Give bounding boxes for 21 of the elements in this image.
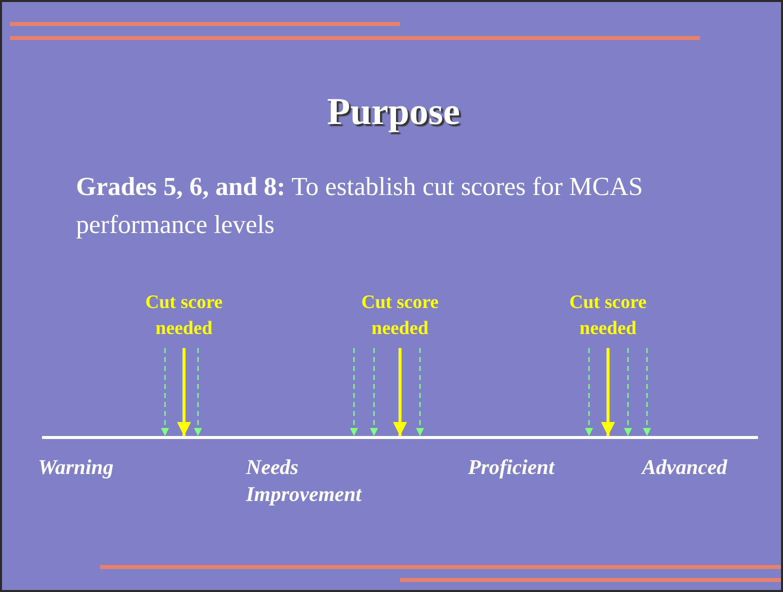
arrow xyxy=(416,348,424,436)
cut-score-label: Cut score needed xyxy=(340,290,460,348)
arrow xyxy=(194,348,202,436)
performance-level: Advanced xyxy=(642,454,728,481)
performance-level: Proficient xyxy=(468,454,556,481)
arrow xyxy=(393,348,407,436)
slide-title: Purpose xyxy=(326,90,461,135)
arrow xyxy=(350,348,358,436)
cut-score-label: Cut score needed xyxy=(124,290,244,348)
arrow xyxy=(161,348,169,436)
arrow xyxy=(585,348,593,436)
arrow xyxy=(643,348,651,436)
arrow xyxy=(370,348,378,436)
arrow xyxy=(177,348,191,436)
arrow xyxy=(624,348,632,436)
body-text: Grades 5, 6, and 8: To establish cut scores for MCAS performance levels xyxy=(76,171,644,241)
cut-score-label: Cut score needed xyxy=(548,290,668,348)
performance-level: Needs Improvement xyxy=(246,454,363,508)
performance-level: Warning xyxy=(38,454,114,481)
scale-line xyxy=(42,436,758,439)
arrow xyxy=(601,348,615,436)
